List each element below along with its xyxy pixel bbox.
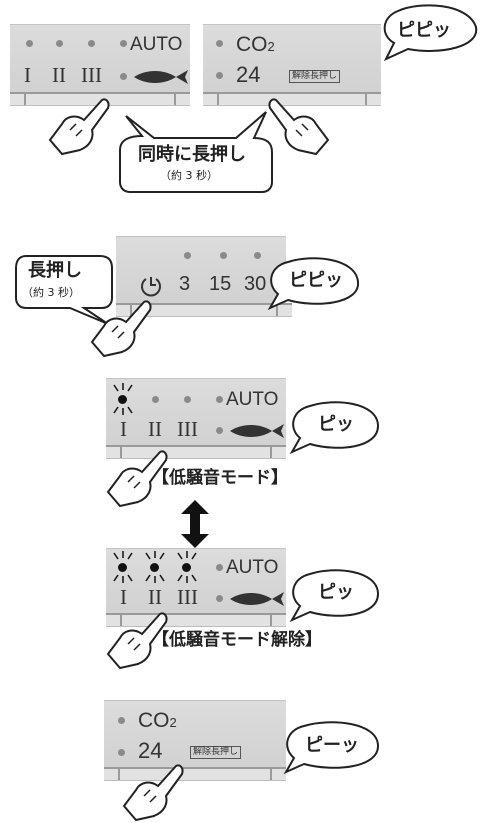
speed-2-button[interactable]: II [52, 63, 66, 87]
indicator-dot [26, 40, 33, 47]
step1-co2-panel: CO2 24 解除長押し [203, 24, 381, 106]
indicator-dot-blinking [150, 563, 159, 572]
panel-base [104, 767, 286, 781]
indicator-dot [152, 396, 159, 403]
blink-rays-icon [113, 383, 133, 415]
indicator-dot-blinking [118, 563, 127, 572]
release-long-press-button[interactable]: 解除長押し [190, 746, 242, 759]
instruction-bubble [15, 255, 113, 325]
timer-15-label: 15 [209, 273, 232, 295]
blink-rays-icon [113, 551, 197, 583]
speed-2-button[interactable]: II [148, 585, 162, 609]
indicator-dot [216, 427, 223, 434]
speech-bubble-icon [267, 257, 360, 311]
indicator-dot [118, 749, 125, 756]
timer-icon[interactable] [140, 273, 162, 297]
step4-co2-panel: CO2 24 解除長押し [104, 700, 286, 781]
instruction-sub: （約 3 秒） [160, 169, 218, 182]
indicator-dot-blinking [118, 395, 127, 404]
instruction-bubble [119, 111, 273, 193]
indicator-dot [254, 252, 261, 259]
panel-base [203, 92, 381, 106]
indicator-dot [184, 396, 191, 403]
indicator-dot-blinking [182, 563, 191, 572]
indicator-dot [88, 40, 95, 47]
co2-label: CO2 [236, 33, 275, 56]
indicator-dot [120, 40, 127, 47]
indicator-dot [118, 717, 125, 724]
co2-value: 24 [138, 738, 163, 763]
indicator-dot [120, 73, 127, 80]
step1-fan-panel: AUTO I II III [10, 24, 190, 106]
indicator-dot [184, 252, 191, 259]
speed-3-button[interactable]: III [81, 63, 102, 87]
speed-3-button[interactable]: III [177, 585, 198, 609]
speed-1-button[interactable]: I [24, 63, 31, 87]
co2-value: 24 [236, 62, 261, 87]
sound-text: ピッ [318, 414, 354, 435]
hand-pointer-icon [106, 612, 168, 670]
auto-label: AUTO [226, 557, 279, 578]
indicator-dot [216, 595, 223, 602]
mode-label-low-noise: 【低騒音モード】 [152, 468, 288, 488]
release-long-press-button[interactable]: 解除長押し [289, 70, 341, 83]
panel-base [106, 445, 286, 459]
timer-3-label: 3 [179, 273, 191, 295]
speech-bubble-icon [283, 721, 380, 775]
instruction-sub: （約 3 秒） [22, 286, 80, 299]
hand-pointer-icon [48, 98, 110, 156]
step3-fan-panel-low-noise: AUTO I II III [106, 378, 286, 459]
speed-2-button[interactable]: II [148, 417, 162, 441]
sound-text: ピピッ [289, 270, 343, 291]
indicator-dot [216, 564, 223, 571]
fish-icon[interactable] [228, 423, 288, 439]
fish-icon[interactable] [228, 591, 288, 607]
timer-30-label: 30 [244, 273, 267, 295]
speed-3-button[interactable]: III [177, 417, 198, 441]
sound-text: ピーッ [305, 735, 359, 756]
auto-label: AUTO [130, 34, 183, 55]
speech-bubble-icon [289, 569, 380, 623]
fish-icon[interactable] [132, 69, 192, 85]
sound-text: ピピッ [397, 20, 451, 41]
step3-fan-panel-low-noise-release: AUTO I II III [106, 548, 286, 627]
co2-label: CO2 [138, 709, 177, 732]
hand-pointer-icon [106, 450, 168, 508]
indicator-dot [216, 72, 223, 79]
hand-pointer-icon [90, 300, 152, 358]
auto-label: AUTO [226, 389, 279, 410]
indicator-dot [216, 396, 223, 403]
speech-bubble-icon [289, 401, 380, 455]
mode-label-low-noise-release: 【低騒音モード解除】 [152, 630, 322, 650]
speed-1-button[interactable]: I [120, 585, 127, 609]
speed-1-button[interactable]: I [120, 417, 127, 441]
instruction-main: 長押し [28, 260, 82, 281]
hand-pointer-icon [122, 764, 184, 822]
panel-base [116, 303, 292, 317]
indicator-dot [220, 252, 227, 259]
instruction-main: 同時に長押し [138, 144, 246, 165]
hand-pointer-icon [268, 98, 330, 156]
indicator-dot [56, 40, 63, 47]
indicator-dot [216, 40, 223, 47]
sound-text: ピッ [318, 582, 354, 603]
speech-bubble-icon [383, 4, 478, 62]
double-arrow-icon [181, 500, 209, 548]
